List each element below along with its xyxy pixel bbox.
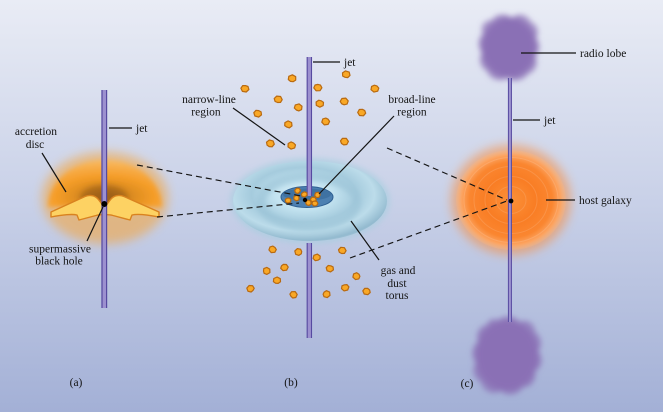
gas-cloud bbox=[294, 187, 302, 194]
gas-cloud bbox=[341, 70, 351, 79]
gas-cloud bbox=[294, 248, 303, 256]
torus-pointer bbox=[350, 220, 380, 261]
gas-cloud bbox=[322, 290, 331, 299]
panel-b: jet narrow-line region broad-line region… bbox=[182, 57, 436, 389]
accretion-disc-pointer bbox=[41, 152, 67, 193]
gas-cloud bbox=[287, 141, 297, 150]
jet-b-lower bbox=[306, 243, 313, 338]
panel-a-caption: (a) bbox=[70, 377, 83, 389]
gas-cloud bbox=[284, 120, 293, 129]
gas-cloud bbox=[253, 109, 263, 118]
radio-lobe-top bbox=[478, 14, 540, 81]
central-engine-dot bbox=[302, 197, 308, 203]
zoom-connectors bbox=[136, 147, 508, 259]
host-galaxy-label: host galaxy bbox=[579, 195, 632, 207]
gas-cloud bbox=[293, 103, 303, 112]
gas-cloud bbox=[325, 264, 334, 273]
torus-label-line3: torus bbox=[386, 290, 410, 302]
broad-line-pointer bbox=[318, 115, 395, 195]
narrow-line-region-clouds-lower bbox=[246, 245, 371, 299]
gas-cloud bbox=[312, 253, 321, 262]
gas-cloud bbox=[268, 245, 277, 254]
radio-lobe-label: radio lobe bbox=[580, 48, 626, 60]
connector-a-b-upper bbox=[136, 164, 302, 197]
gas-cloud bbox=[370, 84, 380, 93]
jet-b-upper bbox=[306, 57, 313, 196]
broad-line-label-line1: broad-line bbox=[388, 94, 435, 106]
torus-label-line1: gas and bbox=[381, 265, 416, 277]
narrow-line-pointer bbox=[232, 107, 286, 146]
gas-cloud bbox=[362, 287, 371, 296]
panel-c-caption: (c) bbox=[461, 378, 474, 390]
gas-cloud bbox=[352, 272, 361, 281]
jet-c-label: jet bbox=[543, 115, 556, 127]
gas-cloud bbox=[311, 200, 319, 207]
gas-cloud bbox=[272, 276, 282, 284]
connector-b-c-lower bbox=[349, 200, 508, 259]
accretion-disc-label-line2: disc bbox=[26, 139, 45, 151]
connector-a-b-lower bbox=[156, 202, 300, 218]
radio-lobe-bottom bbox=[472, 316, 542, 395]
gas-cloud bbox=[315, 99, 325, 108]
narrow-line-label-line2: region bbox=[191, 107, 221, 119]
gas-cloud bbox=[293, 194, 300, 202]
gas-cloud bbox=[240, 84, 250, 93]
gas-cloud bbox=[340, 284, 350, 292]
gas-cloud bbox=[284, 197, 292, 204]
gas-cloud bbox=[246, 284, 255, 293]
connector-b-c-upper bbox=[386, 147, 508, 201]
black-hole-label-line2: black hole bbox=[35, 256, 83, 268]
gas-cloud bbox=[313, 83, 323, 92]
black-hole-pointer bbox=[86, 206, 104, 242]
gas-cloud bbox=[287, 74, 297, 83]
narrow-line-region-clouds-upper bbox=[240, 70, 380, 150]
broad-line-label-line2: region bbox=[397, 107, 427, 119]
gas-cloud bbox=[339, 97, 349, 106]
broad-line-region-clouds bbox=[284, 187, 321, 207]
jet-a-label: jet bbox=[135, 123, 148, 135]
galaxy-nucleus-dot bbox=[508, 198, 514, 204]
black-hole-dot bbox=[101, 201, 108, 207]
gas-cloud bbox=[321, 117, 331, 126]
panel-b-caption: (b) bbox=[284, 377, 298, 389]
gas-cloud bbox=[262, 266, 271, 275]
gas-cloud bbox=[305, 199, 312, 207]
accretion-disc-label-line1: accretion bbox=[15, 126, 57, 138]
gas-cloud bbox=[300, 191, 308, 198]
gas-cloud bbox=[265, 139, 275, 148]
narrow-line-label-line1: narrow-line bbox=[182, 94, 236, 106]
torus-label-line2: dust bbox=[387, 278, 407, 290]
gas-cloud bbox=[357, 108, 367, 117]
gas-cloud bbox=[337, 246, 347, 255]
gas-cloud bbox=[273, 95, 283, 104]
gas-cloud bbox=[339, 137, 349, 146]
jet-b-label: jet bbox=[343, 57, 356, 69]
jet-a bbox=[101, 90, 108, 308]
panel-a: accretion disc jet supermassive black ho… bbox=[15, 90, 168, 389]
gas-cloud bbox=[289, 291, 298, 299]
panel-c: radio lobe jet host galaxy (c) bbox=[451, 14, 632, 395]
black-hole-label-line1: supermassive bbox=[29, 244, 91, 256]
gas-cloud bbox=[280, 263, 289, 272]
